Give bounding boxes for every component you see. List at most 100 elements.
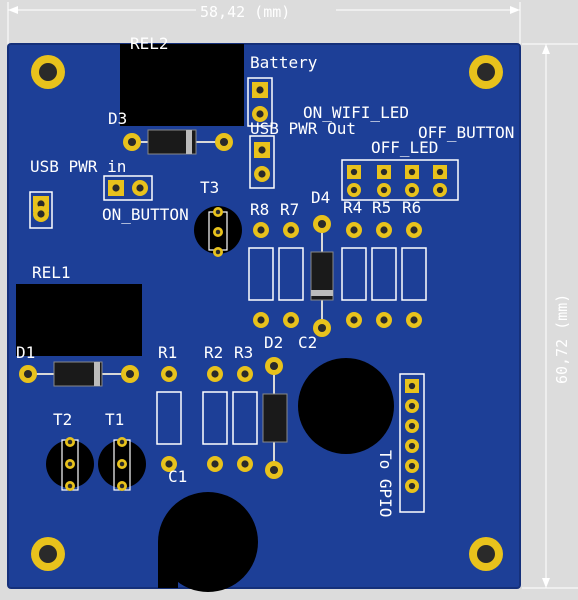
solder-pad [254, 166, 270, 182]
solder-pad [19, 365, 37, 383]
solder-pad [405, 183, 419, 197]
label-t2: T2 [53, 410, 72, 429]
solder-pad [161, 366, 177, 382]
solder-pad [108, 180, 124, 196]
solder-pad [213, 227, 223, 237]
solder-pad [346, 312, 362, 328]
label-d2: D2 [264, 333, 283, 352]
solder-pad [123, 133, 141, 151]
label-r6: R6 [402, 198, 421, 217]
solder-pad [207, 366, 223, 382]
label-r3: R3 [234, 343, 253, 362]
solder-pad [207, 456, 223, 472]
solder-pad [117, 459, 127, 469]
solder-pad [376, 312, 392, 328]
usb-in-header-outline [29, 191, 53, 229]
diode-d4 [310, 226, 334, 326]
dimension-height-label: 60,72 (mm) [553, 294, 571, 384]
label-d1: D1 [16, 343, 35, 362]
label-t1: T1 [105, 410, 124, 429]
solder-pad [405, 479, 419, 493]
capacitor-c2-body [298, 358, 394, 454]
solder-pad [347, 165, 361, 179]
solder-pad [377, 183, 391, 197]
solder-pad [347, 183, 361, 197]
diode-d1 [28, 361, 130, 387]
solder-pad [313, 319, 331, 337]
solder-pad [215, 133, 233, 151]
solder-pad [405, 165, 419, 179]
solder-pad [33, 206, 49, 222]
solder-pad [376, 222, 392, 238]
solder-pad [253, 312, 269, 328]
solder-pad [405, 379, 419, 393]
label-r7: R7 [280, 200, 299, 219]
r1-outline [156, 391, 182, 445]
led-header-outline [341, 159, 459, 201]
gpio-header-outline [399, 373, 425, 513]
label-on-wifi-led: ON_WIFI_LED [303, 103, 409, 122]
label-r5: R5 [372, 198, 391, 217]
solder-pad [283, 222, 299, 238]
solder-pad [117, 481, 127, 491]
r6-outline [401, 247, 427, 301]
solder-pad [433, 183, 447, 197]
label-off-led: OFF_LED [371, 138, 438, 157]
solder-pad [406, 312, 422, 328]
r3-outline [232, 391, 258, 445]
solder-pad [433, 165, 447, 179]
solder-pad [252, 82, 268, 98]
silkscreen-outlines [29, 77, 459, 513]
battery-header-outline [247, 77, 273, 127]
r5-outline [371, 247, 397, 301]
solder-pad [121, 365, 139, 383]
solder-pad [237, 456, 253, 472]
label-usb-pwr-out: USB PWR Out [250, 119, 356, 138]
usb-out-header-outline [249, 135, 275, 189]
solder-pad [405, 439, 419, 453]
silkscreen-text: REL2 Battery D3 ON_WIFI_LED USB PWR Out … [16, 34, 514, 517]
relay-rel1-body [16, 284, 142, 356]
r8-outline [248, 247, 274, 301]
solder-pad [254, 142, 270, 158]
label-off-button: OFF_BUTTON [418, 123, 514, 142]
solder-pad [252, 106, 268, 122]
solder-pad [253, 222, 269, 238]
label-d4: D4 [311, 188, 330, 207]
label-d3: D3 [108, 109, 127, 128]
solder-pad [405, 419, 419, 433]
label-usb-pwr-in: USB PWR in [30, 157, 126, 176]
label-c1: C1 [168, 467, 187, 486]
solder-pad [346, 222, 362, 238]
capacitor-c1-body [158, 492, 258, 592]
solder-pad [161, 456, 177, 472]
label-r2: R2 [204, 343, 223, 362]
relay-rel2-body [120, 44, 244, 126]
dimension-width: 58,42 (mm) [7, 2, 521, 44]
label-battery: Battery [250, 53, 318, 72]
solder-pad [265, 357, 283, 375]
on-button-header-outline [103, 175, 153, 201]
solder-pad [283, 312, 299, 328]
label-rel2: REL2 [130, 34, 169, 53]
label-on-button: ON_BUTTON [102, 205, 189, 224]
dimension-height: 60,72 (mm) [522, 43, 578, 589]
dimension-width-label: 58,42 (mm) [200, 3, 290, 21]
solder-pad [132, 180, 148, 196]
solder-pad [377, 165, 391, 179]
label-r4: R4 [343, 198, 362, 217]
solder-pad [65, 437, 75, 447]
r4-outline [341, 247, 367, 301]
diode-d2 [262, 366, 288, 470]
diode-d3 [132, 129, 224, 155]
solder-pads [19, 82, 447, 493]
r2-outline [202, 391, 228, 445]
r7-outline [278, 247, 304, 301]
solder-pad [405, 459, 419, 473]
solder-pad [265, 461, 283, 479]
label-r8: R8 [250, 200, 269, 219]
label-c2: C2 [298, 333, 317, 352]
label-t3: T3 [200, 178, 219, 197]
solder-pad [213, 247, 223, 257]
